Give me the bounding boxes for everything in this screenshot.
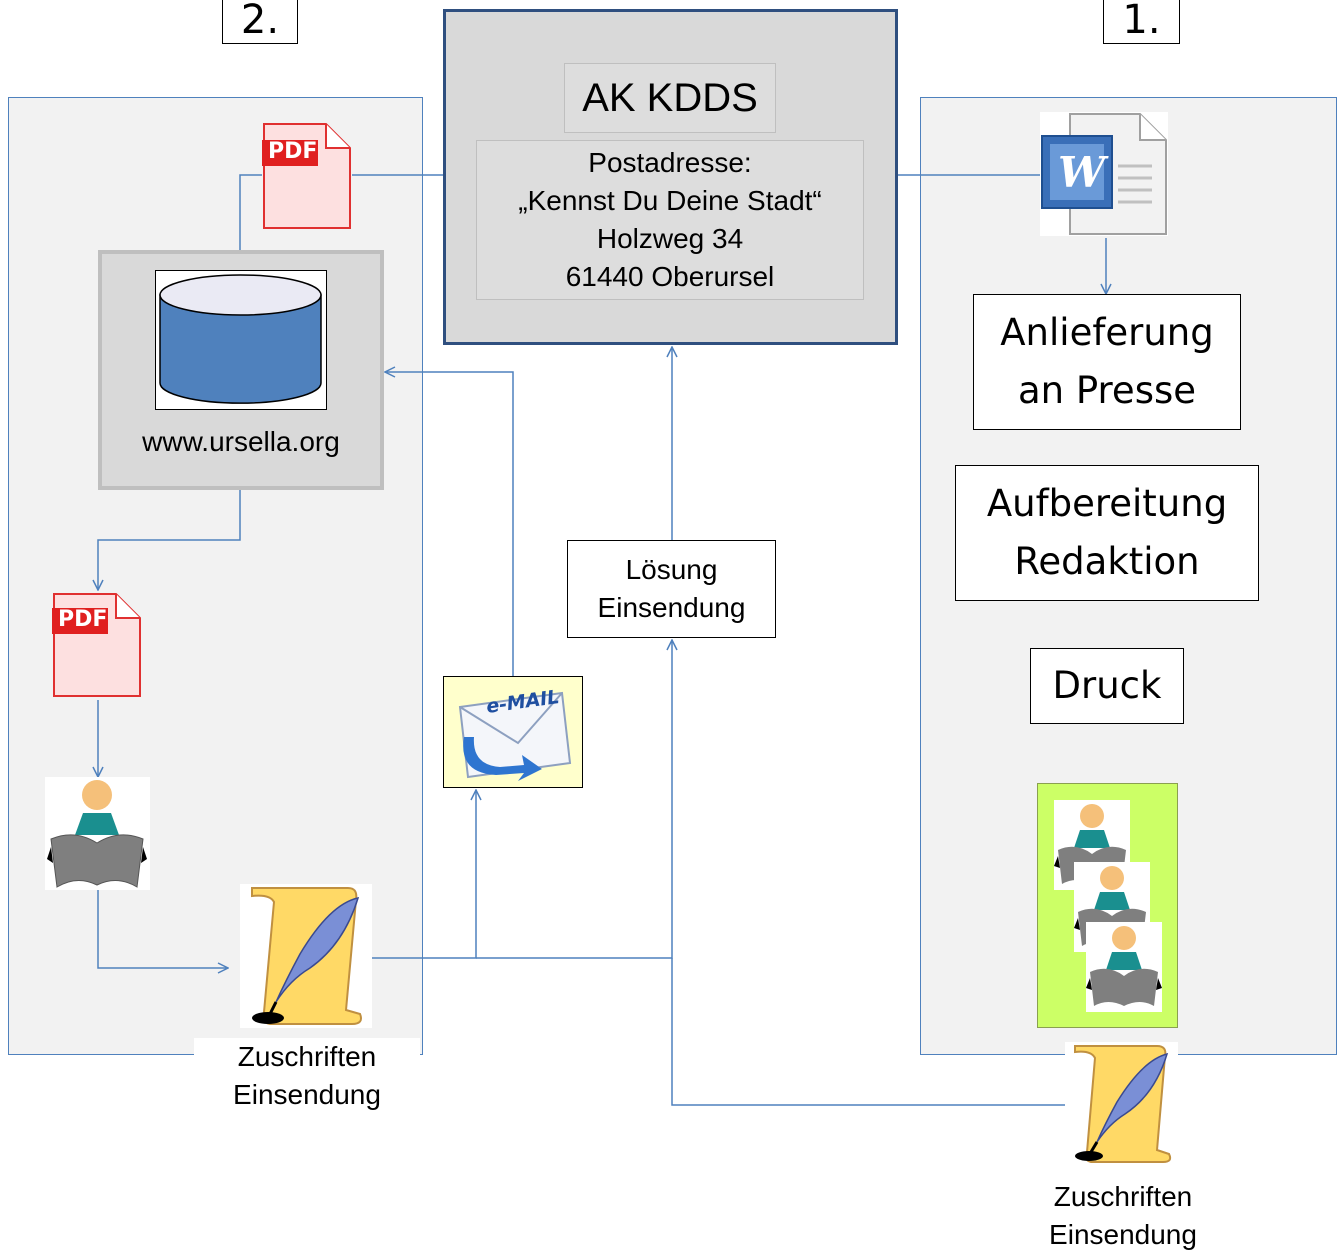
marker-step-2: 2. <box>222 0 298 44</box>
pdf-label-download: PDF <box>58 607 108 632</box>
zuschriften-label-right: Zuschriften Einsendung <box>1010 1178 1236 1254</box>
website-url-text: www.ursella.org <box>142 426 340 457</box>
solution-box: Lösung Einsendung <box>567 540 776 638</box>
anlieferung-line-2: an Presse <box>1017 369 1197 412</box>
zuschriften-label-left: Zuschriften Einsendung <box>194 1038 420 1118</box>
ak-kdds-title-box: AK KDDS <box>564 63 776 133</box>
address-line-1: Postadresse: <box>588 147 752 178</box>
quill-scroll-icon-right <box>1065 1042 1178 1166</box>
arrow-database-pdf <box>98 490 241 590</box>
word-document-icon: W <box>1040 112 1168 236</box>
step-aufbereitung: Aufbereitung Redaktion <box>955 465 1259 601</box>
email-icon: e-MAIL <box>443 676 583 788</box>
address-line-2: „Kennst Du Deine Stadt“ <box>518 185 822 216</box>
arrow-email-website <box>385 372 514 676</box>
zuschriften-right-line-2: Einsendung <box>1049 1219 1197 1250</box>
pdf-label: PDF <box>268 139 318 164</box>
solution-line-2: Einsendung <box>597 592 746 623</box>
solution-line-1: Lösung <box>625 554 718 585</box>
address-line-3: Holzweg 34 <box>596 223 744 254</box>
step-druck: Druck <box>1030 648 1184 724</box>
aufbereitung-line-2: Redaktion <box>1014 540 1200 583</box>
zuschriften-left-line-1: Zuschriften <box>237 1041 377 1072</box>
pdf-icon-download: PDF <box>52 592 142 698</box>
word-label: W <box>1058 148 1106 197</box>
reader-3 <box>1086 922 1162 1012</box>
zuschriften-left-line-2: Einsendung <box>233 1079 381 1110</box>
marker-step-2-label: 2. <box>240 0 280 43</box>
quill-scroll-icon <box>240 884 372 1028</box>
arrow-pdf-database <box>240 174 262 270</box>
reader-icon <box>45 777 150 890</box>
marker-step-1-label: 1. <box>1122 0 1161 43</box>
zuschriften-right-line-1: Zuschriften <box>1053 1181 1193 1212</box>
website-url: www.ursella.org <box>100 418 382 466</box>
aufbereitung-line-1: Aufbereitung <box>986 482 1228 525</box>
arrow-right-zuschriften-loesung <box>671 958 1065 1106</box>
arrow-reader-zuschriften <box>97 890 228 968</box>
database-icon <box>155 270 327 410</box>
ak-kdds-title: AK KDDS <box>582 75 758 120</box>
pdf-icon: PDF <box>262 122 352 230</box>
anlieferung-line-1: Anlieferung <box>1000 311 1214 354</box>
marker-step-1: 1. <box>1103 0 1180 44</box>
postal-address-box: Postadresse: „Kennst Du Deine Stadt“ Hol… <box>476 140 864 300</box>
druck-label: Druck <box>1052 664 1162 707</box>
address-line-4: 61440 Oberursel <box>565 261 775 292</box>
readers-group-icon <box>1037 783 1178 1028</box>
step-anlieferung: Anlieferung an Presse <box>973 294 1241 430</box>
